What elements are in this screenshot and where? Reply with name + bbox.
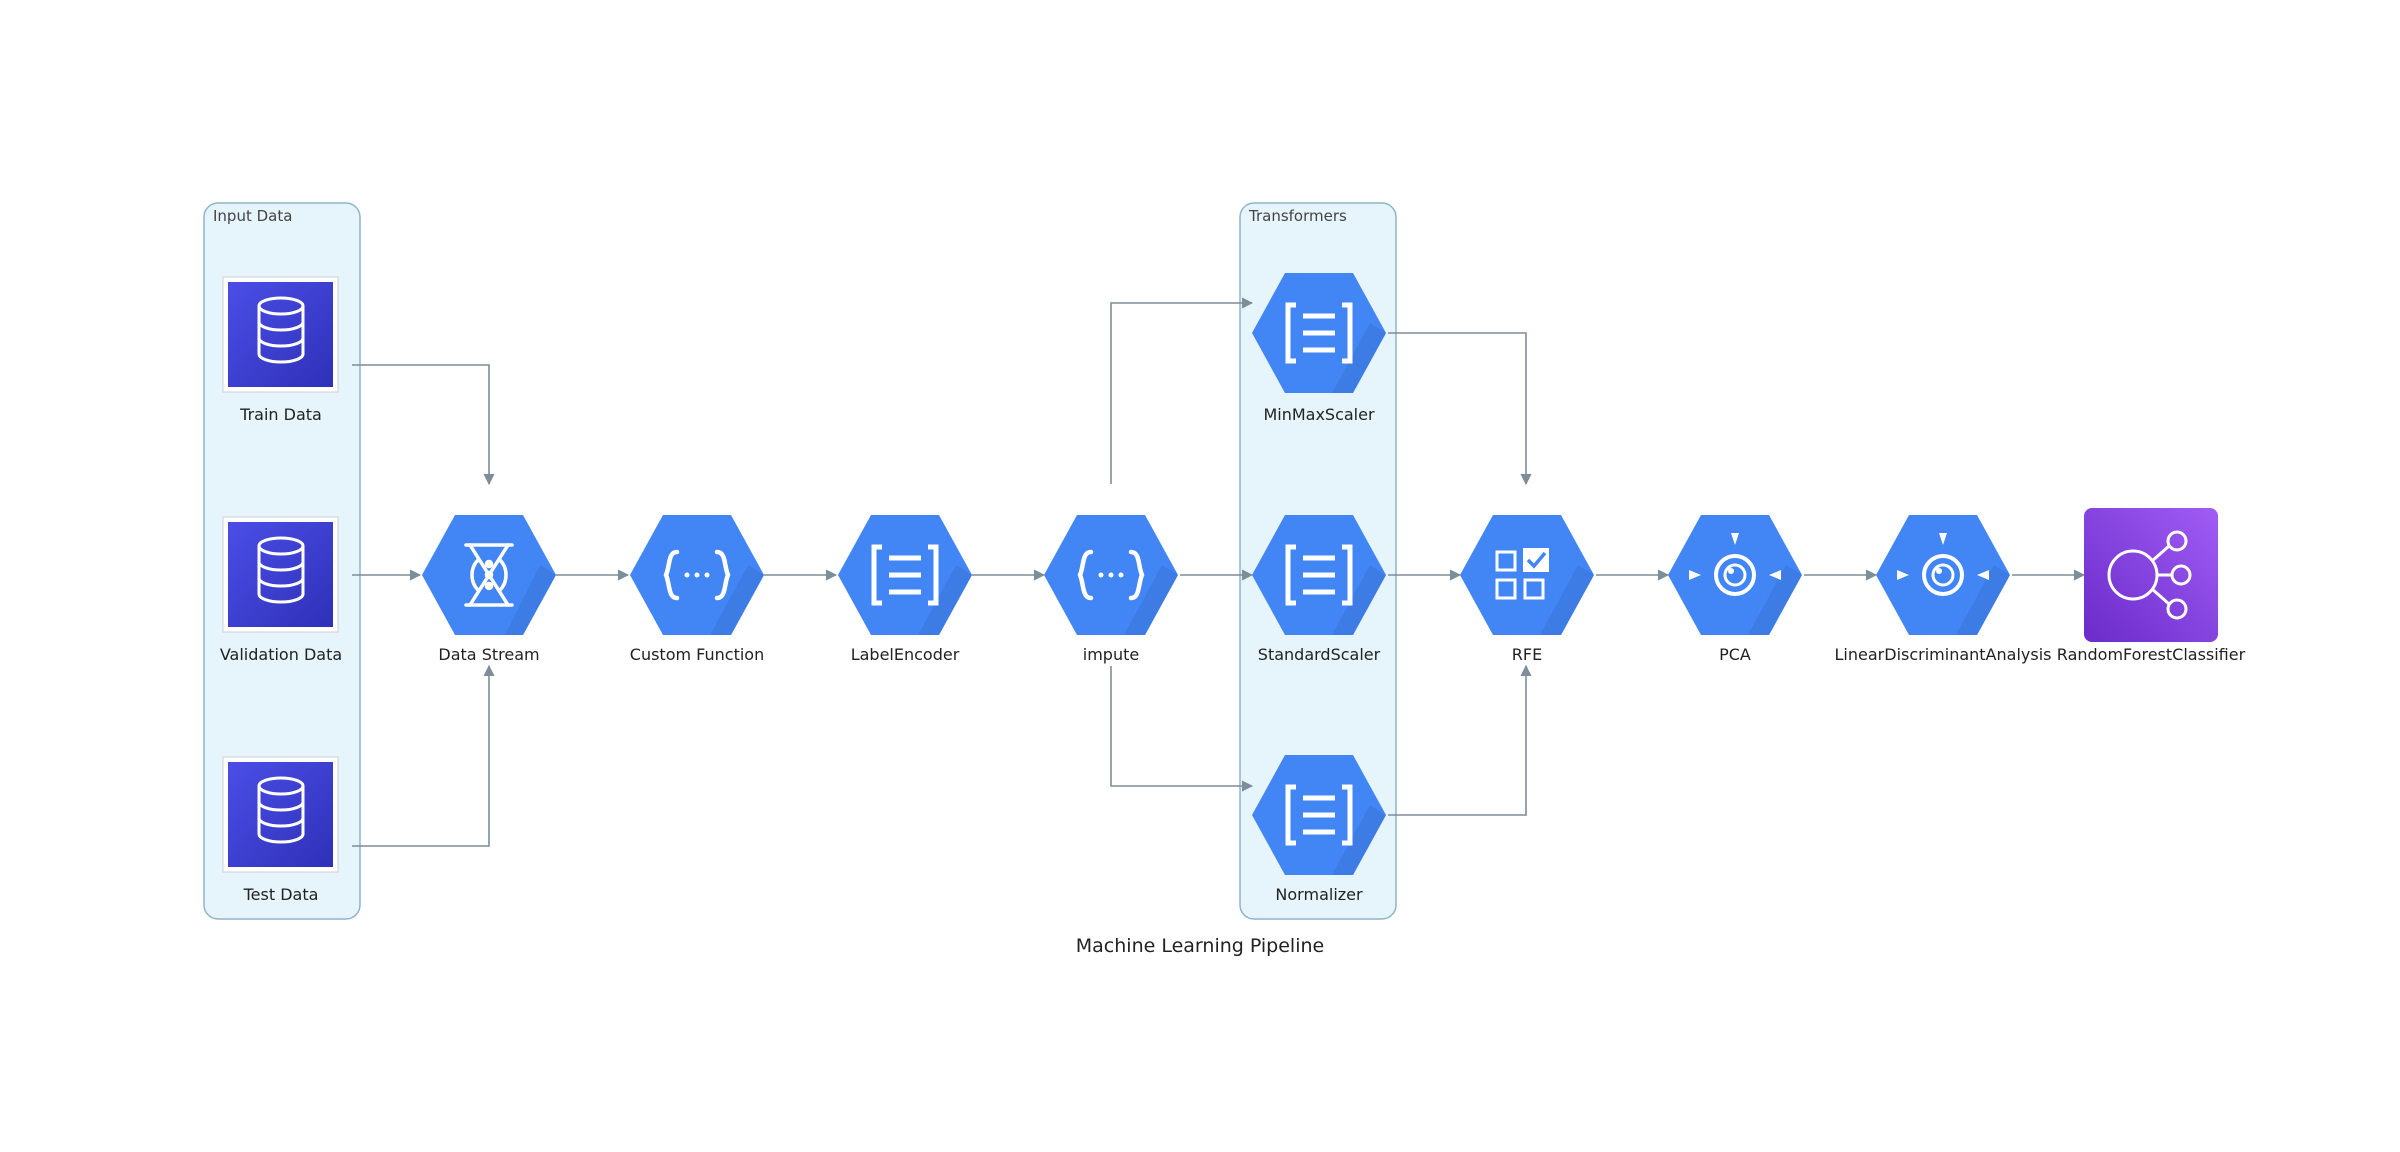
database-icon (257, 296, 305, 364)
node-label-customfn: Custom Function (630, 645, 764, 664)
edges (352, 297, 2086, 847)
node-custom-function[interactable]: Custom Function (630, 515, 764, 664)
list-bracket-icon (1285, 302, 1353, 364)
target-eye-icon (1689, 533, 1781, 596)
edge-test-datastream (352, 664, 495, 847)
function-icon (1077, 549, 1145, 601)
node-data-stream[interactable]: Data Stream (422, 515, 556, 664)
node-pca[interactable]: PCA (1668, 515, 1802, 664)
function-icon (663, 549, 731, 601)
target-eye-icon (1897, 533, 1989, 596)
cluster-label-input: Input Data (213, 207, 292, 225)
node-label-rf: RandomForestClassifier (2057, 645, 2246, 664)
list-bracket-icon (1285, 784, 1353, 846)
node-label-validation: Validation Data (220, 645, 342, 664)
checklist-grid-icon (1495, 548, 1549, 600)
node-randomforest[interactable]: RandomForestClassifier (2057, 508, 2246, 664)
list-bracket-icon (871, 544, 939, 606)
node-label-standard: StandardScaler (1258, 645, 1381, 664)
edge-normalizer-rfe (1388, 664, 1532, 816)
dataflow-icon (464, 543, 514, 607)
node-label-labelencoder: LabelEncoder (851, 645, 960, 664)
node-label-datastream: Data Stream (438, 645, 539, 664)
node-test-data[interactable]: Test Data (222, 756, 339, 904)
node-rfe[interactable]: RFE (1460, 515, 1594, 664)
node-standardscaler[interactable]: StandardScaler (1252, 515, 1386, 664)
node-label-test: Test Data (243, 885, 319, 904)
node-train-data[interactable]: Train Data (222, 276, 339, 424)
node-labelencoder[interactable]: LabelEncoder (838, 515, 972, 664)
node-label-minmax: MinMaxScaler (1263, 405, 1375, 424)
edge-train-datastream (352, 364, 495, 486)
edge-impute-minmax (1110, 297, 1254, 484)
node-label-lda: LinearDiscriminantAnalysis (1835, 645, 2052, 664)
edge-minmax-rfe (1388, 332, 1532, 486)
node-normalizer[interactable]: Normalizer (1252, 755, 1386, 904)
tree-network-icon (2107, 530, 2192, 620)
node-lda[interactable]: LinearDiscriminantAnalysis (1835, 515, 2052, 664)
diagram-title: Machine Learning Pipeline (1076, 935, 1324, 957)
node-label-normalizer: Normalizer (1275, 885, 1363, 904)
node-label-pca: PCA (1719, 645, 1751, 664)
node-label-rfe: RFE (1512, 645, 1542, 664)
node-label-impute: impute (1083, 645, 1139, 664)
database-icon (257, 776, 305, 844)
list-bracket-icon (1285, 544, 1353, 606)
cluster-label-transformers: Transformers (1248, 207, 1347, 225)
edge-impute-normalizer (1110, 666, 1254, 792)
node-validation-data[interactable]: Validation Data (220, 516, 342, 664)
database-icon (257, 536, 305, 604)
node-label-train: Train Data (239, 405, 322, 424)
node-impute[interactable]: impute (1044, 515, 1178, 664)
node-minmaxscaler[interactable]: MinMaxScaler (1252, 273, 1386, 424)
